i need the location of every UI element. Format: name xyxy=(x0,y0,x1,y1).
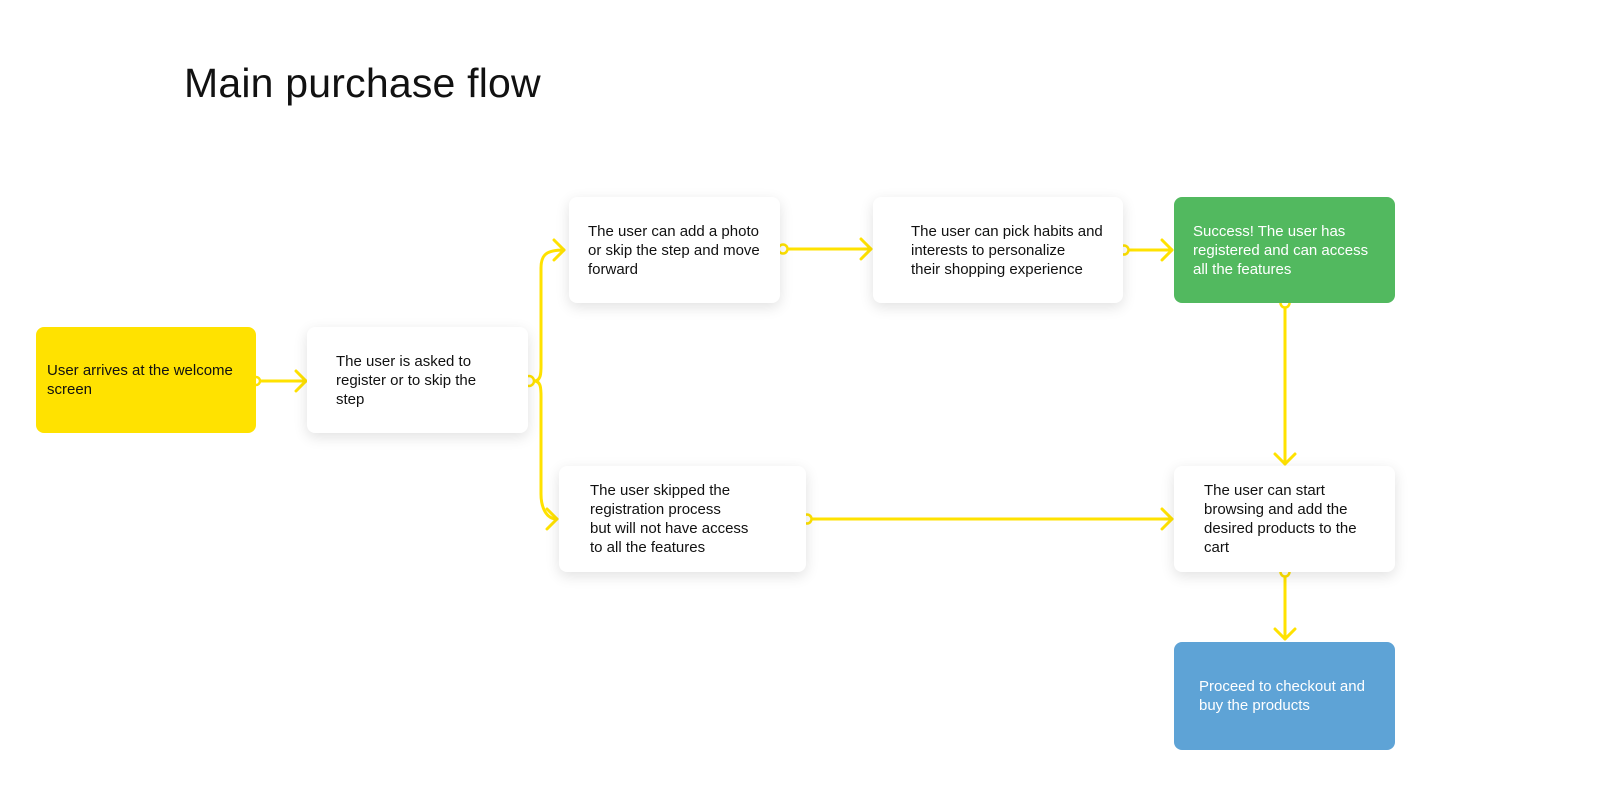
node-register: The user is asked to register or to skip… xyxy=(307,327,528,433)
page-title: Main purchase flow xyxy=(184,60,541,106)
arrowhead-habits xyxy=(859,237,873,261)
arrowhead-photo xyxy=(552,238,566,262)
arrowhead-browse-left xyxy=(1160,507,1174,531)
node-browse: The user can start browsing and add the … xyxy=(1174,466,1395,572)
connector-register-skipped xyxy=(532,379,559,521)
arrowhead-skipped xyxy=(545,507,559,531)
arrowhead-success xyxy=(1160,238,1174,262)
node-photo-label: The user can add a photo or skip the ste… xyxy=(588,222,760,278)
connector-register-photo xyxy=(532,248,566,383)
arrowhead-browse-top xyxy=(1273,452,1297,466)
node-checkout: Proceed to checkout and buy the products xyxy=(1174,642,1395,750)
node-habits-label: The user can pick habits and interests t… xyxy=(911,222,1103,278)
node-welcome-label: User arrives at the welcome screen xyxy=(47,362,233,398)
node-register-label: The user is asked to register or to skip… xyxy=(336,352,477,408)
node-browse-label: The user can start browsing and add the … xyxy=(1204,482,1357,556)
node-habits: The user can pick habits and interests t… xyxy=(873,197,1123,303)
node-skipped-label: The user skipped the registration proces… xyxy=(590,482,749,556)
node-checkout-label: Proceed to checkout and buy the products xyxy=(1199,678,1365,714)
node-photo: The user can add a photo or skip the ste… xyxy=(569,197,780,303)
node-skipped: The user skipped the registration proces… xyxy=(559,466,806,572)
arrowhead-register xyxy=(294,369,308,393)
node-welcome: User arrives at the welcome screen xyxy=(36,327,256,433)
node-success-label: Success! The user has registered and can… xyxy=(1193,222,1369,278)
arrowhead-checkout xyxy=(1273,627,1297,641)
node-success: Success! The user has registered and can… xyxy=(1174,197,1395,303)
